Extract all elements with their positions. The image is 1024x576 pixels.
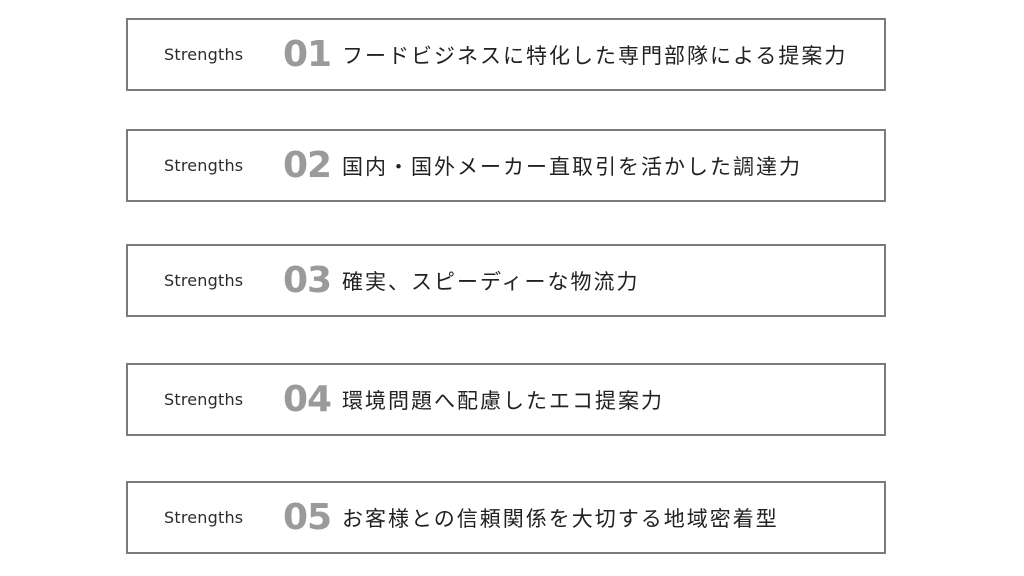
strength-title: 確実、スピーディーな物流力 [342, 269, 640, 294]
strength-number: 01 [283, 34, 332, 75]
strength-card-01: Strengths 01 フードビジネスに特化した専門部隊による提案力 [126, 18, 886, 91]
strength-label: Strengths [164, 156, 244, 175]
strength-title: お客様との信頼関係を大切する地域密着型 [342, 506, 779, 531]
strength-title: フードビジネスに特化した専門部隊による提案力 [342, 43, 848, 68]
strength-number: 04 [283, 379, 332, 420]
strength-label: Strengths [164, 390, 244, 409]
strength-label: Strengths [164, 271, 244, 290]
strength-title: 環境問題へ配慮したエコ提案力 [342, 388, 664, 413]
strength-card-04: Strengths 04 環境問題へ配慮したエコ提案力 [126, 363, 886, 436]
strength-label: Strengths [164, 508, 244, 527]
strength-card-02: Strengths 02 国内・国外メーカー直取引を活かした調達力 [126, 129, 886, 202]
strength-number: 05 [283, 497, 332, 538]
strength-card-03: Strengths 03 確実、スピーディーな物流力 [126, 244, 886, 317]
strength-card-05: Strengths 05 お客様との信頼関係を大切する地域密着型 [126, 481, 886, 554]
strength-number: 03 [283, 260, 332, 301]
strength-label: Strengths [164, 45, 244, 64]
strength-number: 02 [283, 145, 332, 186]
strength-title: 国内・国外メーカー直取引を活かした調達力 [342, 154, 802, 179]
